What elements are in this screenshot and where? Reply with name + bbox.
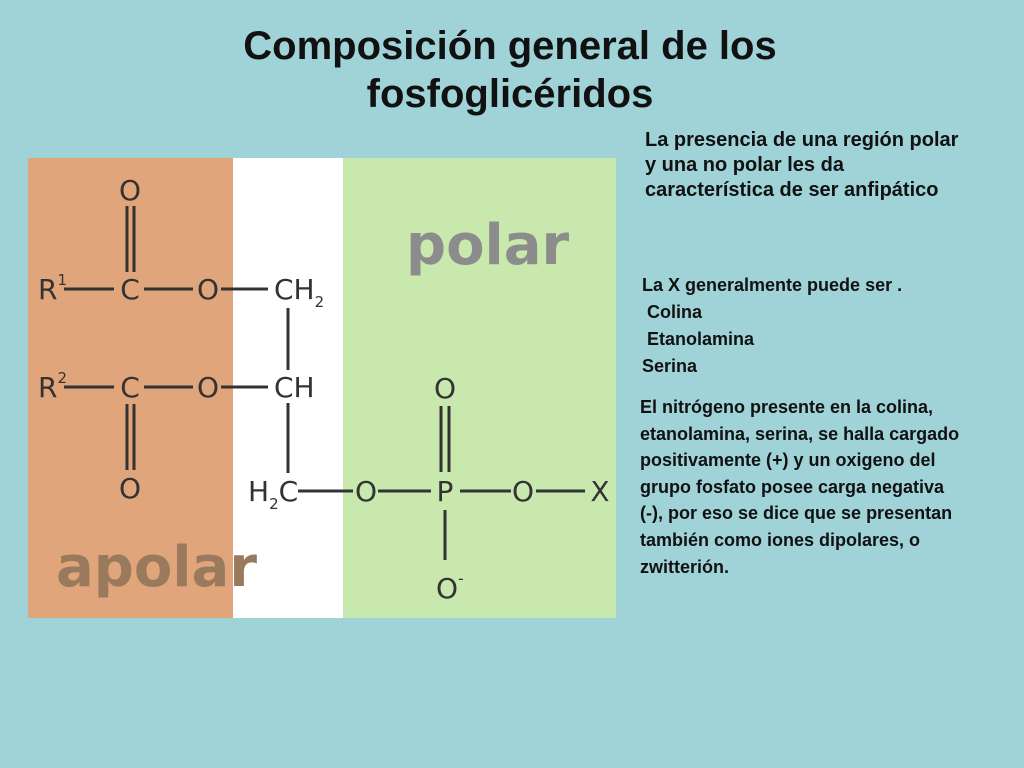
- x-option-colina: Colina: [642, 302, 703, 322]
- atom-o-minus-symbol: O: [436, 572, 458, 605]
- atom-p: P: [437, 475, 454, 508]
- x-option-serina: Serina: [642, 356, 698, 376]
- atom-ch: CH: [274, 371, 315, 404]
- atom-r2: R2: [38, 369, 67, 404]
- polar-region: [343, 158, 616, 618]
- atom-ch2-symbol: CH: [274, 273, 315, 306]
- apolar-label: apolar: [56, 535, 257, 600]
- x-group-note: La X generalmente puede ser . Colina Eta…: [642, 272, 982, 380]
- atom-c-1: C: [120, 273, 140, 306]
- atom-h2c: H2C: [248, 475, 298, 513]
- apolar-region: [28, 158, 233, 618]
- x-option-etanolamina: Etanolamina: [642, 329, 755, 349]
- bonds: [64, 206, 585, 560]
- amphipathic-note: La presencia de una región polar y una n…: [645, 129, 959, 201]
- polar-label: polar: [406, 213, 570, 278]
- atom-h2c-c: C: [279, 475, 299, 508]
- x-group-intro: La X generalmente puede ser .: [642, 275, 903, 295]
- atom-o-4: O: [512, 475, 534, 508]
- slide-title: Composición general de los fosfoglicérid…: [243, 24, 777, 116]
- atom-ch2: CH2: [274, 273, 324, 311]
- atom-r2-superscript: 2: [57, 369, 67, 387]
- atom-h2c-subscript: 2: [269, 495, 279, 513]
- atom-r1-superscript: 1: [57, 271, 67, 289]
- atom-minus-charge: -: [458, 569, 464, 588]
- atom-x: X: [590, 475, 609, 508]
- atom-r1: R1: [38, 271, 67, 306]
- atom-o-bottom: O: [119, 472, 141, 505]
- structural-formula: O R1 C O CH2 R2 C O CH O H2C O O P O X O…: [38, 174, 610, 605]
- zwitterion-note: El nitrógeno presente en la colina, etan…: [640, 397, 960, 577]
- atom-o-3: O: [355, 475, 377, 508]
- atom-o-top: O: [119, 174, 141, 207]
- atom-ch2-subscript: 2: [315, 293, 325, 311]
- atom-h2c-h: H: [248, 475, 269, 508]
- atom-labels: O R1 C O CH2 R2 C O CH O H2C O O P O X O…: [38, 174, 610, 605]
- atom-r1-symbol: R: [38, 273, 57, 306]
- atom-o-phosphate-top: O: [434, 372, 456, 405]
- phosphoglyceride-diagram: polar apolar: [28, 158, 616, 618]
- atom-r2-symbol: R: [38, 371, 57, 404]
- atom-o-1: O: [197, 273, 219, 306]
- atom-o-minus: O-: [436, 569, 464, 605]
- atom-c-2: C: [120, 371, 140, 404]
- atom-o-2: O: [197, 371, 219, 404]
